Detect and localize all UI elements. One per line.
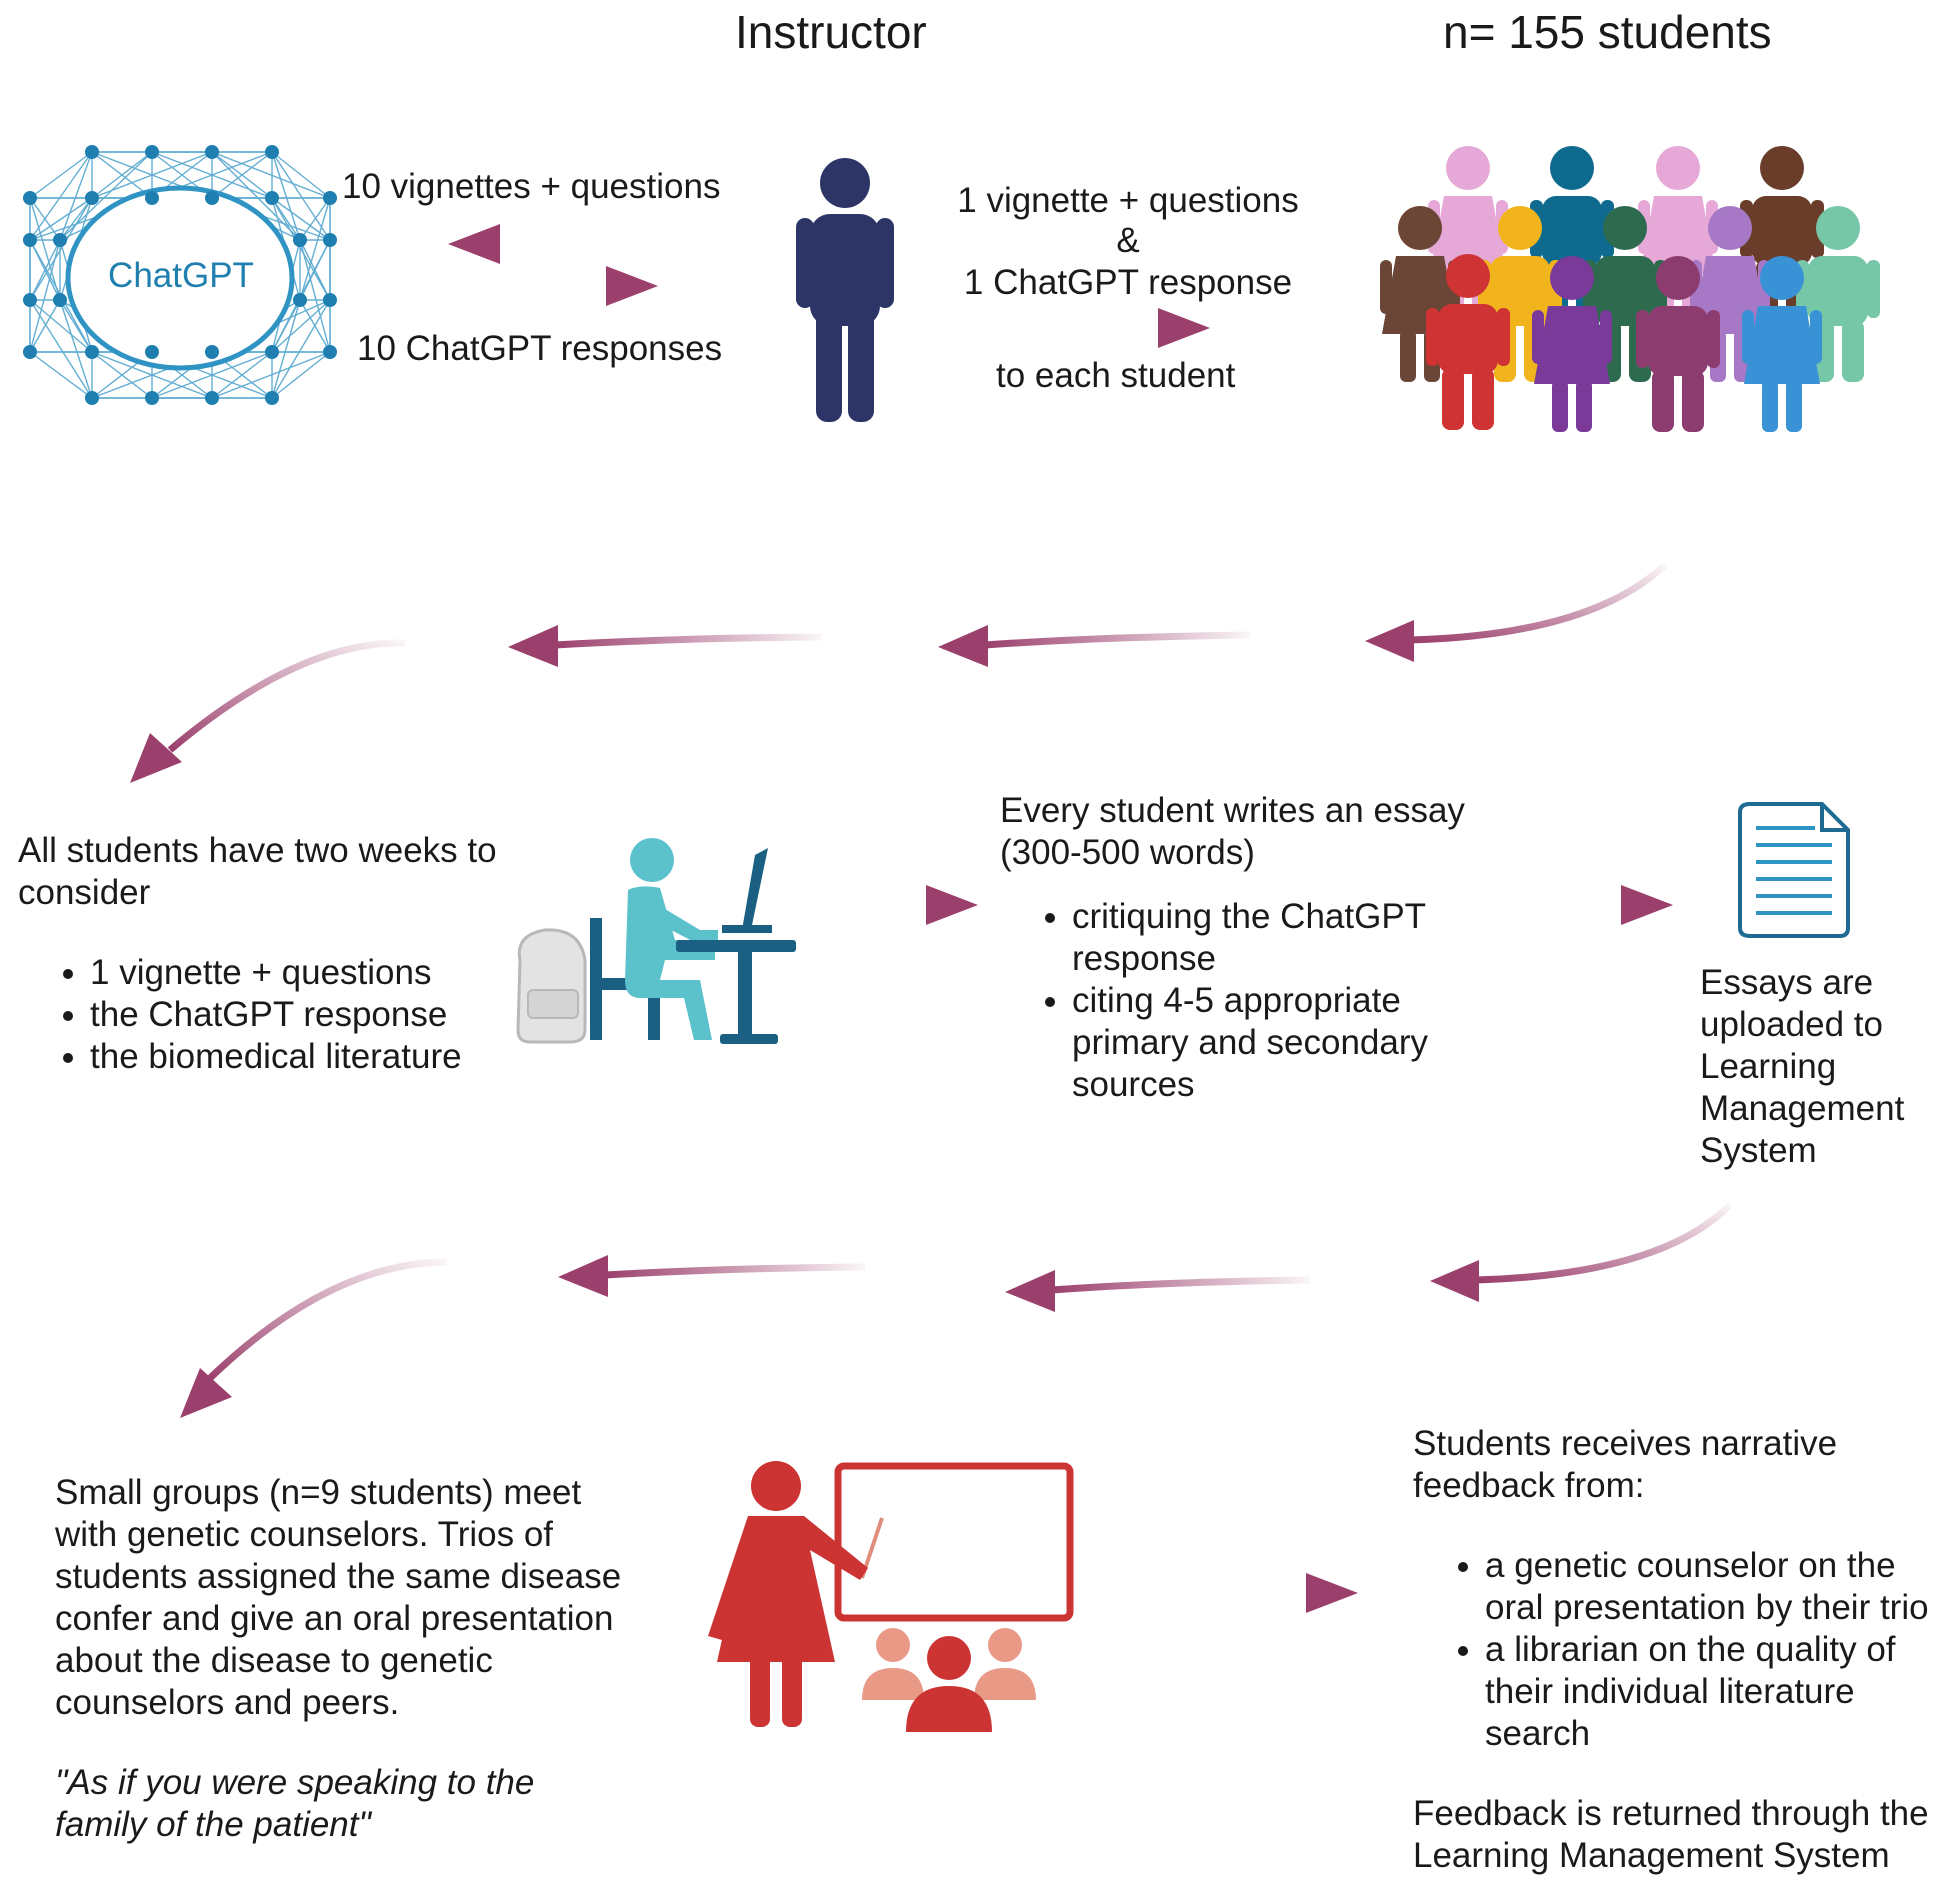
to-students-label-line4: to each student (996, 356, 1236, 395)
teacher-presenting-icon (708, 1461, 1074, 1732)
students-count-heading: n= 155 students (1443, 6, 1772, 58)
network-node (145, 191, 159, 205)
to-students-label-line3: 1 ChatGPT response (963, 263, 1293, 302)
network-node (23, 191, 37, 205)
to-students-label-ampersand: & (1116, 221, 1140, 260)
consider-list: 1 vignette + questions the ChatGPT respo… (18, 952, 498, 1078)
network-node (205, 345, 219, 359)
network-node (145, 391, 159, 405)
network-node (145, 345, 159, 359)
consider-item: 1 vignette + questions (90, 952, 498, 994)
feedback-item: a genetic counselor on the oral presenta… (1485, 1545, 1943, 1629)
network-node (85, 145, 99, 159)
network-node (293, 233, 307, 247)
network-node (323, 191, 337, 205)
instructor-person-icon (796, 158, 894, 422)
feedback-list: a genetic counselor on the oral presenta… (1413, 1545, 1943, 1755)
network-node (53, 233, 67, 247)
network-node (145, 145, 159, 159)
consider-item: the biomedical literature (90, 1036, 498, 1078)
from-chatgpt-label: 10 ChatGPT responses (357, 329, 723, 368)
network-node (323, 345, 337, 359)
network-node (265, 345, 279, 359)
network-node (323, 233, 337, 247)
consider-item: the ChatGPT response (90, 994, 498, 1036)
groups-step-text: Small groups (n=9 students) meet with ge… (55, 1472, 625, 1846)
feedback-intro: Students receives narrative feedback fro… (1413, 1424, 1838, 1505)
to-chatgpt-label: 10 vignettes + questions (342, 167, 721, 206)
network-node (265, 391, 279, 405)
network-node (293, 293, 307, 307)
chatgpt-label: ChatGPT (108, 256, 254, 295)
essay-item: citing 4-5 appropriate primary and secon… (1072, 980, 1490, 1106)
flow-arrows-row1 (130, 562, 1668, 783)
upload-step-text: Essays are uploaded to Learning Manageme… (1700, 963, 1905, 1170)
feedback-closing: Feedback is returned through the Learnin… (1413, 1794, 1929, 1875)
network-node (85, 391, 99, 405)
network-node (205, 191, 219, 205)
groups-quote: "As if you were speaking to the family o… (55, 1763, 535, 1844)
instructor-heading: Instructor (735, 6, 927, 58)
chatgpt-network-icon (23, 145, 337, 405)
essay-intro: Every student writes an essay (300-500 w… (1000, 791, 1465, 872)
student-at-desk-icon (516, 838, 796, 1044)
flow-arrows-row2 (180, 1202, 1733, 1418)
network-node (205, 391, 219, 405)
network-node (265, 145, 279, 159)
network-node (323, 293, 337, 307)
network-node (23, 233, 37, 247)
essay-list: critiquing the ChatGPT response citing 4… (1000, 896, 1490, 1106)
feedback-step-text: Students receives narrative feedback fro… (1413, 1423, 1943, 1877)
groups-description: Small groups (n=9 students) meet with ge… (55, 1473, 622, 1722)
essay-step-text: Every student writes an essay (300-500 w… (1000, 790, 1490, 1106)
network-node (53, 293, 67, 307)
document-icon (1738, 802, 1850, 938)
essay-item: critiquing the ChatGPT response (1072, 896, 1490, 980)
network-node (85, 345, 99, 359)
network-node (205, 145, 219, 159)
to-students-label-line1: 1 vignette + questions (957, 181, 1299, 220)
students-crowd-icon (1380, 146, 1880, 432)
network-node (265, 191, 279, 205)
feedback-item: a librarian on the quality of their indi… (1485, 1629, 1943, 1755)
consider-step-text: All students have two weeks to consider … (18, 830, 498, 1078)
network-node (85, 191, 99, 205)
network-node (23, 345, 37, 359)
consider-intro: All students have two weeks to consider (18, 831, 497, 912)
network-node (23, 293, 37, 307)
